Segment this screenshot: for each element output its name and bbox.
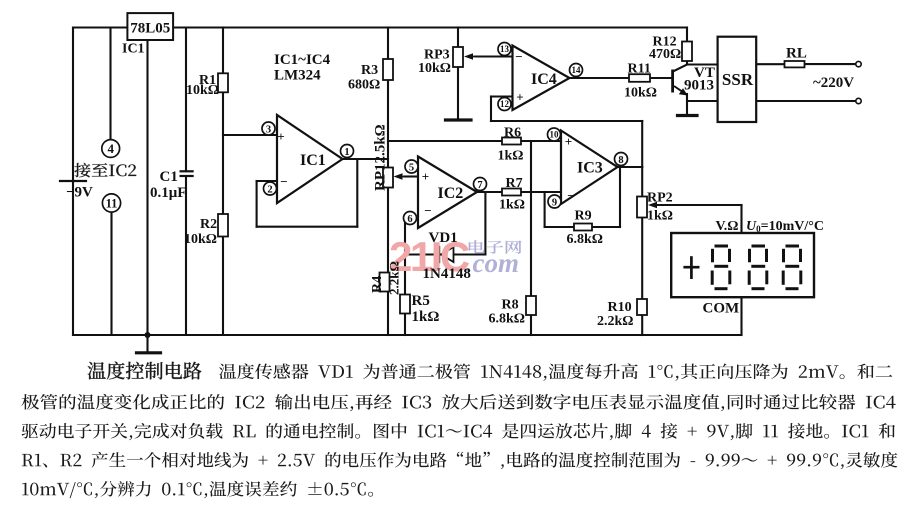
svg-text:R7: R7	[506, 176, 523, 191]
svg-text:−: −	[280, 174, 287, 189]
svg-text:~220V: ~220V	[813, 75, 854, 91]
svg-text:6.8kΩ: 6.8kΩ	[567, 232, 604, 247]
svg-text:8: 8	[618, 155, 623, 166]
svg-text:VD1: VD1	[429, 230, 458, 246]
svg-text:R1: R1	[199, 73, 216, 88]
svg-text:R6: R6	[504, 126, 521, 141]
svg-text:1kΩ: 1kΩ	[647, 209, 673, 224]
svg-text:−: −	[567, 188, 574, 203]
svg-text:9013: 9013	[684, 78, 714, 94]
svg-text:7: 7	[477, 180, 482, 191]
svg-text:IC4: IC4	[531, 71, 557, 88]
svg-text:RP12.5kΩ: RP12.5kΩ	[373, 124, 389, 191]
svg-text:IC1: IC1	[300, 152, 326, 169]
svg-text:R4: R4	[370, 276, 385, 293]
svg-text:IC1~IC4: IC1~IC4	[274, 52, 331, 68]
svg-text:SSR: SSR	[722, 70, 754, 89]
svg-text:RL: RL	[786, 46, 807, 62]
svg-text:R9: R9	[575, 209, 592, 224]
svg-text:R5: R5	[412, 293, 430, 309]
svg-text:14: 14	[572, 65, 582, 75]
svg-text:680Ω: 680Ω	[348, 78, 380, 93]
svg-text:+: +	[516, 90, 523, 105]
svg-text:2: 2	[267, 184, 272, 195]
svg-text:R2: R2	[200, 217, 217, 232]
svg-text:LM324: LM324	[274, 68, 321, 84]
svg-text:10kΩ: 10kΩ	[184, 232, 217, 247]
svg-text:1kΩ: 1kΩ	[498, 149, 524, 164]
svg-text:21IC: 21IC	[389, 233, 470, 280]
svg-text:10kΩ: 10kΩ	[418, 61, 451, 76]
svg-text:R8: R8	[502, 298, 519, 313]
svg-text:+: +	[277, 129, 284, 144]
svg-text:78L05: 78L05	[130, 21, 170, 37]
svg-text:+: +	[565, 134, 572, 149]
svg-text:6: 6	[407, 214, 412, 225]
svg-text:1: 1	[344, 147, 349, 158]
svg-text:R10: R10	[608, 300, 632, 315]
svg-text:11: 11	[106, 197, 118, 211]
svg-text:10kΩ: 10kΩ	[186, 83, 219, 98]
svg-text:10kΩ: 10kΩ	[624, 86, 657, 101]
svg-text:V.Ω: V.Ω	[716, 219, 739, 234]
svg-text:470Ω: 470Ω	[649, 47, 681, 62]
svg-text:4: 4	[107, 141, 114, 156]
svg-text:10: 10	[550, 130, 560, 140]
svg-text:IC2: IC2	[438, 185, 464, 202]
svg-text:2.2kΩ: 2.2kΩ	[597, 314, 634, 329]
svg-text:3: 3	[266, 124, 271, 135]
svg-text:9: 9	[552, 197, 557, 208]
svg-text:RP2: RP2	[647, 191, 673, 206]
svg-text:−9V: −9V	[66, 185, 93, 201]
svg-text:1kΩ: 1kΩ	[499, 198, 525, 213]
svg-text:12: 12	[500, 99, 510, 109]
svg-text:R3: R3	[361, 63, 378, 78]
svg-text:U0=10mV/°C: U0=10mV/°C	[746, 219, 824, 234]
svg-text:R11: R11	[628, 62, 651, 77]
svg-text:5: 5	[409, 162, 414, 173]
svg-text:−: −	[424, 203, 431, 218]
svg-text:C1: C1	[160, 169, 178, 185]
svg-text:−: −	[515, 49, 522, 64]
svg-text:+: +	[422, 169, 429, 184]
svg-text:IC3: IC3	[577, 160, 603, 177]
svg-text:COM: COM	[703, 301, 740, 317]
svg-text:R12: R12	[653, 35, 677, 50]
svg-text:VT: VT	[694, 65, 715, 81]
svg-text:0.1μF: 0.1μF	[150, 185, 186, 201]
svg-text:13: 13	[500, 44, 510, 54]
svg-text:6.8kΩ: 6.8kΩ	[489, 312, 526, 327]
svg-text:RP3: RP3	[424, 48, 450, 63]
svg-text:1N4148: 1N4148	[423, 266, 471, 282]
svg-text:IC1: IC1	[122, 42, 145, 57]
svg-text:2.2kΩ: 2.2kΩ	[387, 261, 402, 295]
svg-text:1kΩ: 1kΩ	[412, 309, 440, 325]
